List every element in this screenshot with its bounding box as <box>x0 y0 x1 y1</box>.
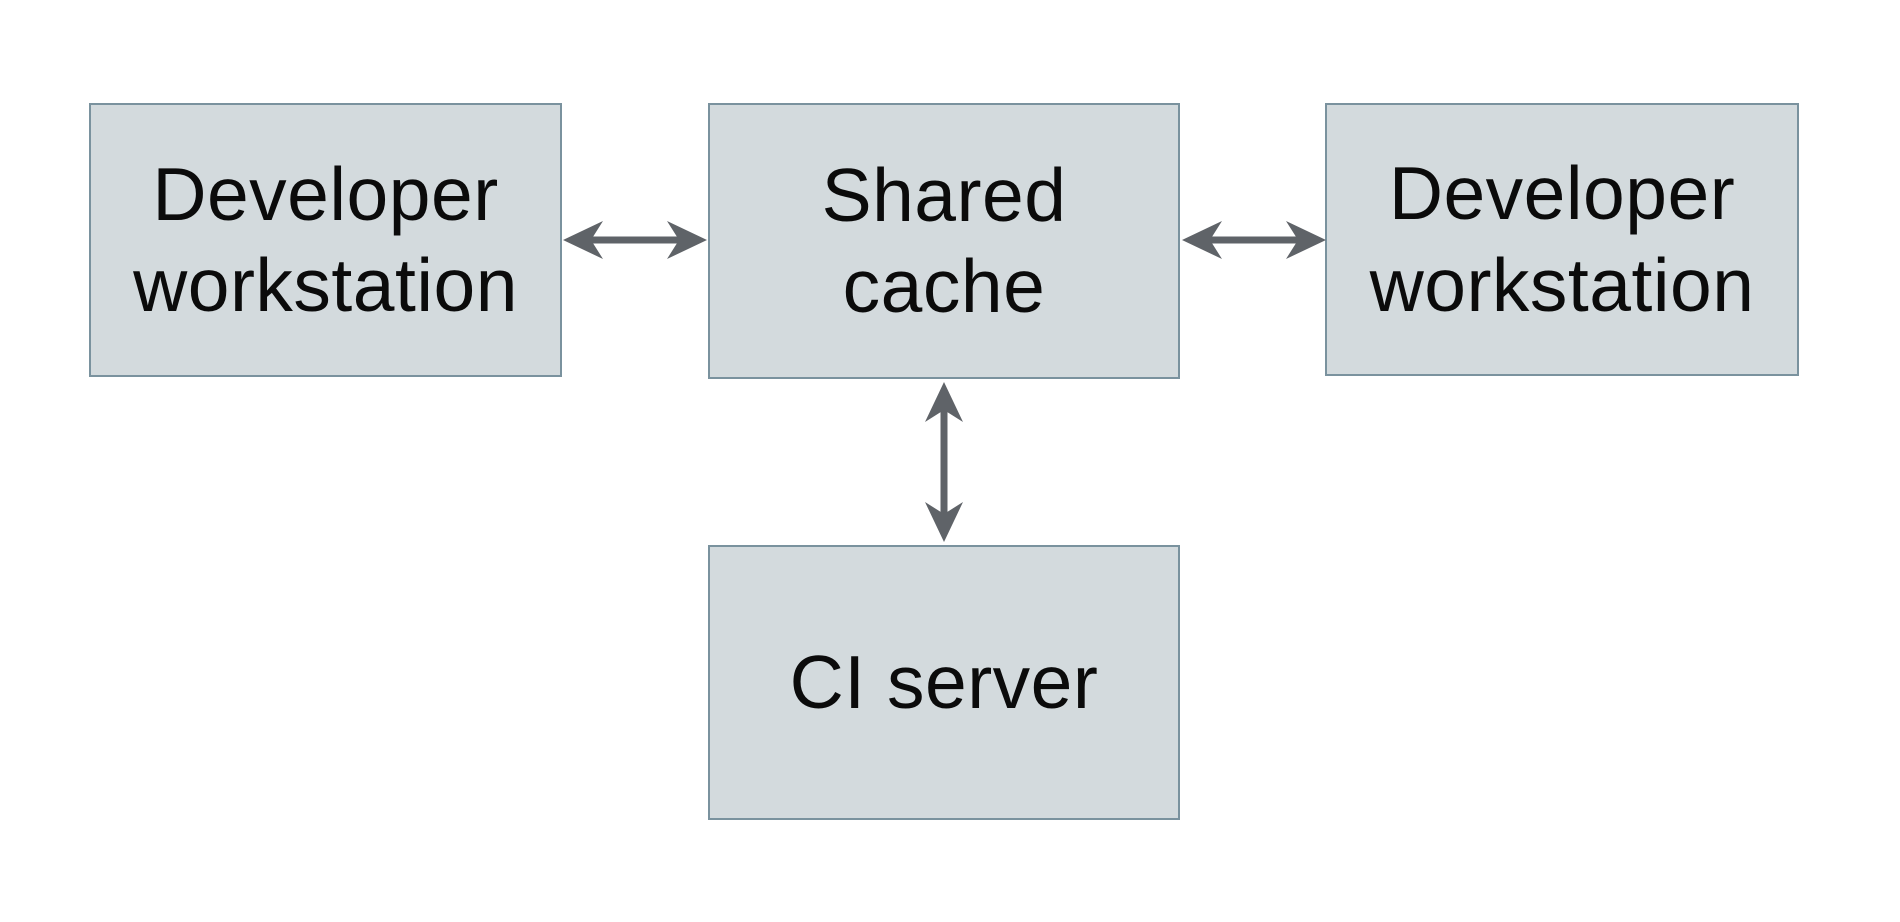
node-shared-cache: Shared cache <box>708 103 1180 379</box>
node-ci-server: CI server <box>708 545 1180 820</box>
node-developer-workstation-right: Developer workstation <box>1325 103 1799 376</box>
arrow-left-workstation-shared-cache <box>563 221 707 259</box>
node-shared-cache-label: Shared cache <box>821 152 1067 329</box>
node-developer-workstation-left: Developer workstation <box>89 103 562 377</box>
arrow-shared-cache-right-workstation <box>1182 221 1326 259</box>
arrow-shared-cache-ci-server <box>925 382 963 542</box>
node-developer-workstation-right-label: Developer workstation <box>1369 151 1755 327</box>
node-developer-workstation-left-label: Developer workstation <box>133 151 518 328</box>
node-ci-server-label: CI server <box>789 639 1099 724</box>
